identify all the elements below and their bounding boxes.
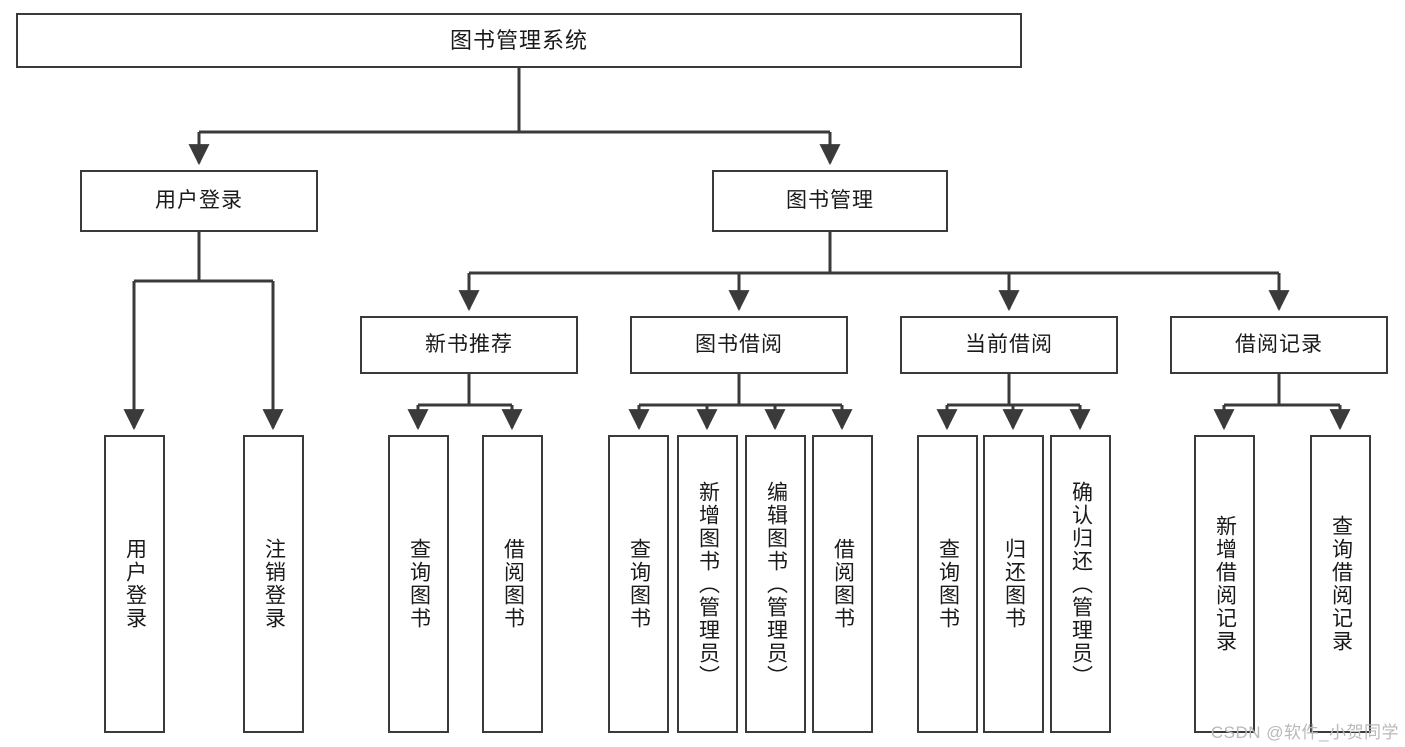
node-root-system[interactable]: 图书管理系统 [16,13,1022,68]
node-label: 新书推荐 [425,332,513,356]
node-leaf-logout-login[interactable]: 注销登录 [243,435,304,733]
node-leaf-edit-book[interactable]: 编辑图书（管理员） [745,435,806,733]
node-label: 查询图书 [407,538,431,630]
node-leaf-add-book[interactable]: 新增图书（管理员） [677,435,738,733]
node-label: 借阅图书 [831,538,855,630]
node-leaf-query-record[interactable]: 查询借阅记录 [1310,435,1371,733]
node-current-borrow[interactable]: 当前借阅 [900,316,1118,374]
watermark-text: CSDN @软件_小贺同学 [1210,723,1399,742]
node-label: 用户登录 [123,538,147,630]
node-leaf-return-book[interactable]: 归还图书 [983,435,1044,733]
node-label: 借阅记录 [1235,332,1323,356]
node-label: 新增借阅记录 [1213,515,1237,653]
node-leaf-add-record[interactable]: 新增借阅记录 [1194,435,1255,733]
node-leaf-query-book-2[interactable]: 查询图书 [608,435,669,733]
node-new-book-recommend[interactable]: 新书推荐 [360,316,578,374]
node-label: 归还图书 [1002,538,1026,630]
node-label: 查询图书 [936,538,960,630]
node-label: 查询借阅记录 [1329,515,1353,653]
node-leaf-borrow-book-1[interactable]: 借阅图书 [482,435,543,733]
node-label: 当前借阅 [965,332,1053,356]
node-label: 新增图书（管理员） [696,480,720,688]
node-leaf-query-book-3[interactable]: 查询图书 [917,435,978,733]
node-borrow-record[interactable]: 借阅记录 [1170,316,1388,374]
node-user-login[interactable]: 用户登录 [80,170,318,232]
node-label: 图书管理系统 [449,27,588,53]
node-book-borrow[interactable]: 图书借阅 [630,316,848,374]
node-leaf-borrow-book-2[interactable]: 借阅图书 [812,435,873,733]
node-leaf-user-login[interactable]: 用户登录 [104,435,165,733]
node-label: 借阅图书 [501,538,525,630]
node-label: 查询图书 [627,538,651,630]
node-leaf-query-book-1[interactable]: 查询图书 [388,435,449,733]
node-label: 确认归还（管理员） [1069,480,1093,688]
node-book-management[interactable]: 图书管理 [712,170,948,232]
node-label: 编辑图书（管理员） [764,480,788,688]
node-leaf-confirm-return[interactable]: 确认归还（管理员） [1050,435,1111,733]
node-label: 用户登录 [155,188,243,212]
node-label: 图书管理 [786,188,874,212]
node-label: 图书借阅 [695,332,783,356]
node-label: 注销登录 [262,538,286,630]
